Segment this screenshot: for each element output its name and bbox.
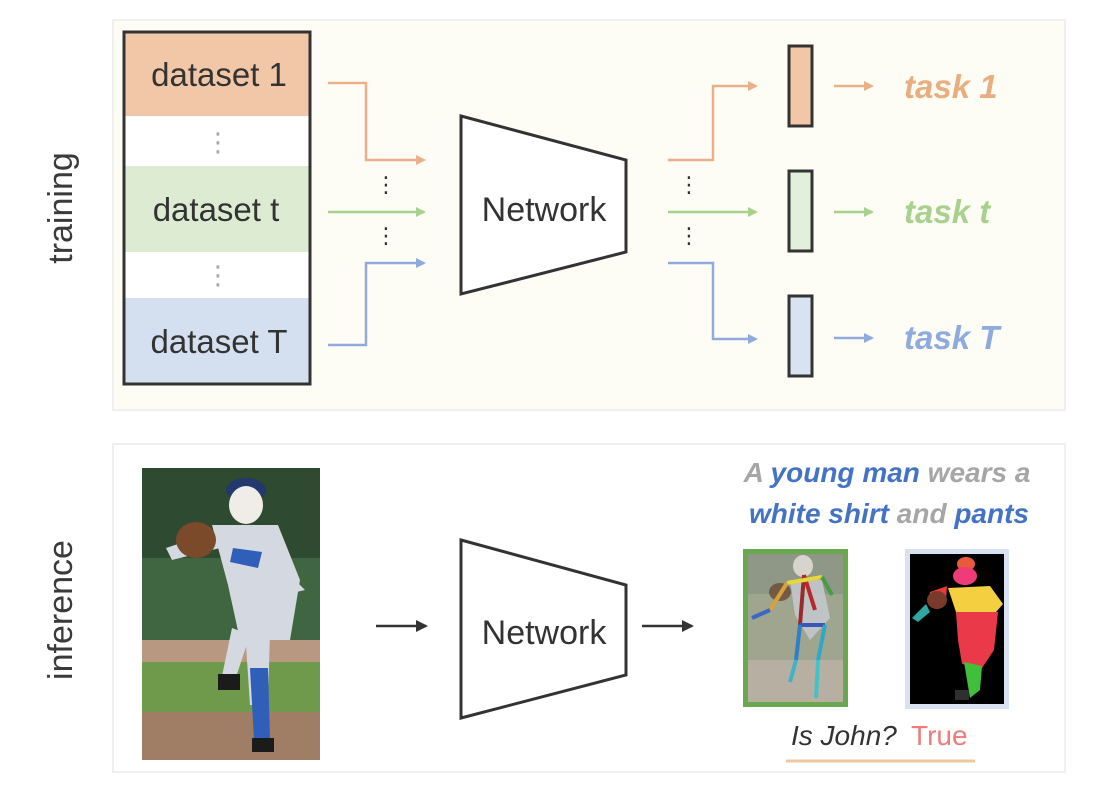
dataset-1-box bbox=[124, 32, 310, 116]
input-photo bbox=[142, 468, 320, 760]
dataset-gap-1 bbox=[124, 116, 310, 166]
dataset-t-box bbox=[124, 166, 310, 252]
task-1-label: task 1 bbox=[904, 68, 998, 105]
segmentation-image bbox=[905, 549, 1009, 709]
answer-text: True bbox=[911, 720, 968, 751]
dataset-t-label: dataset t bbox=[153, 191, 280, 228]
output-ellipsis-top: ⋮ bbox=[678, 172, 700, 197]
output-arrow-task-T bbox=[668, 261, 758, 344]
input-ellipsis-bottom: ⋮ bbox=[375, 223, 397, 248]
dataset-T-box bbox=[124, 298, 310, 384]
dataset-ellipsis-2: ⋮ bbox=[205, 260, 231, 290]
pose-estimation-image bbox=[743, 549, 848, 707]
task-head-1 bbox=[787, 44, 814, 128]
task-head-T bbox=[787, 294, 814, 378]
training-label: training bbox=[42, 152, 80, 264]
dataset-ellipsis-1: ⋮ bbox=[205, 127, 231, 157]
task-t-label: task t bbox=[904, 193, 992, 230]
inference-network-shape bbox=[459, 538, 628, 720]
caption-part: pants bbox=[953, 498, 1029, 529]
caption-part: white shirt bbox=[749, 498, 891, 529]
caption-part: and bbox=[889, 498, 954, 529]
caption-part: wears a bbox=[920, 457, 1031, 488]
training-network-shape bbox=[459, 114, 628, 296]
inference-label: inference bbox=[42, 540, 80, 680]
caption-part: A bbox=[743, 457, 771, 488]
task-head-t bbox=[787, 169, 814, 253]
dataset-1-label: dataset 1 bbox=[151, 56, 287, 93]
inference-network-label: Network bbox=[482, 614, 608, 652]
caption-part: young man bbox=[769, 457, 920, 488]
task-T-label: task T bbox=[904, 319, 1002, 356]
training-network-label: Network bbox=[482, 191, 608, 229]
dataset-stack: dataset 1 dataset t dataset T ⋮ ⋮ bbox=[122, 30, 312, 386]
question-text: Is John? bbox=[791, 720, 897, 751]
output-ellipsis-bottom: ⋮ bbox=[678, 223, 700, 248]
output-arrow-task-1 bbox=[668, 81, 758, 162]
caption-line-1: A young man wears a bbox=[743, 457, 1031, 488]
dataset-stack-border bbox=[122, 30, 312, 386]
input-ellipsis-top: ⋮ bbox=[375, 172, 397, 197]
caption-line-2: white shirt and pants bbox=[749, 498, 1029, 529]
dataset-gap-2 bbox=[124, 252, 310, 298]
dataset-T-label: dataset T bbox=[151, 323, 288, 360]
input-arrow-dataset-1 bbox=[328, 81, 426, 165]
input-arrow-dataset-T bbox=[328, 258, 426, 347]
